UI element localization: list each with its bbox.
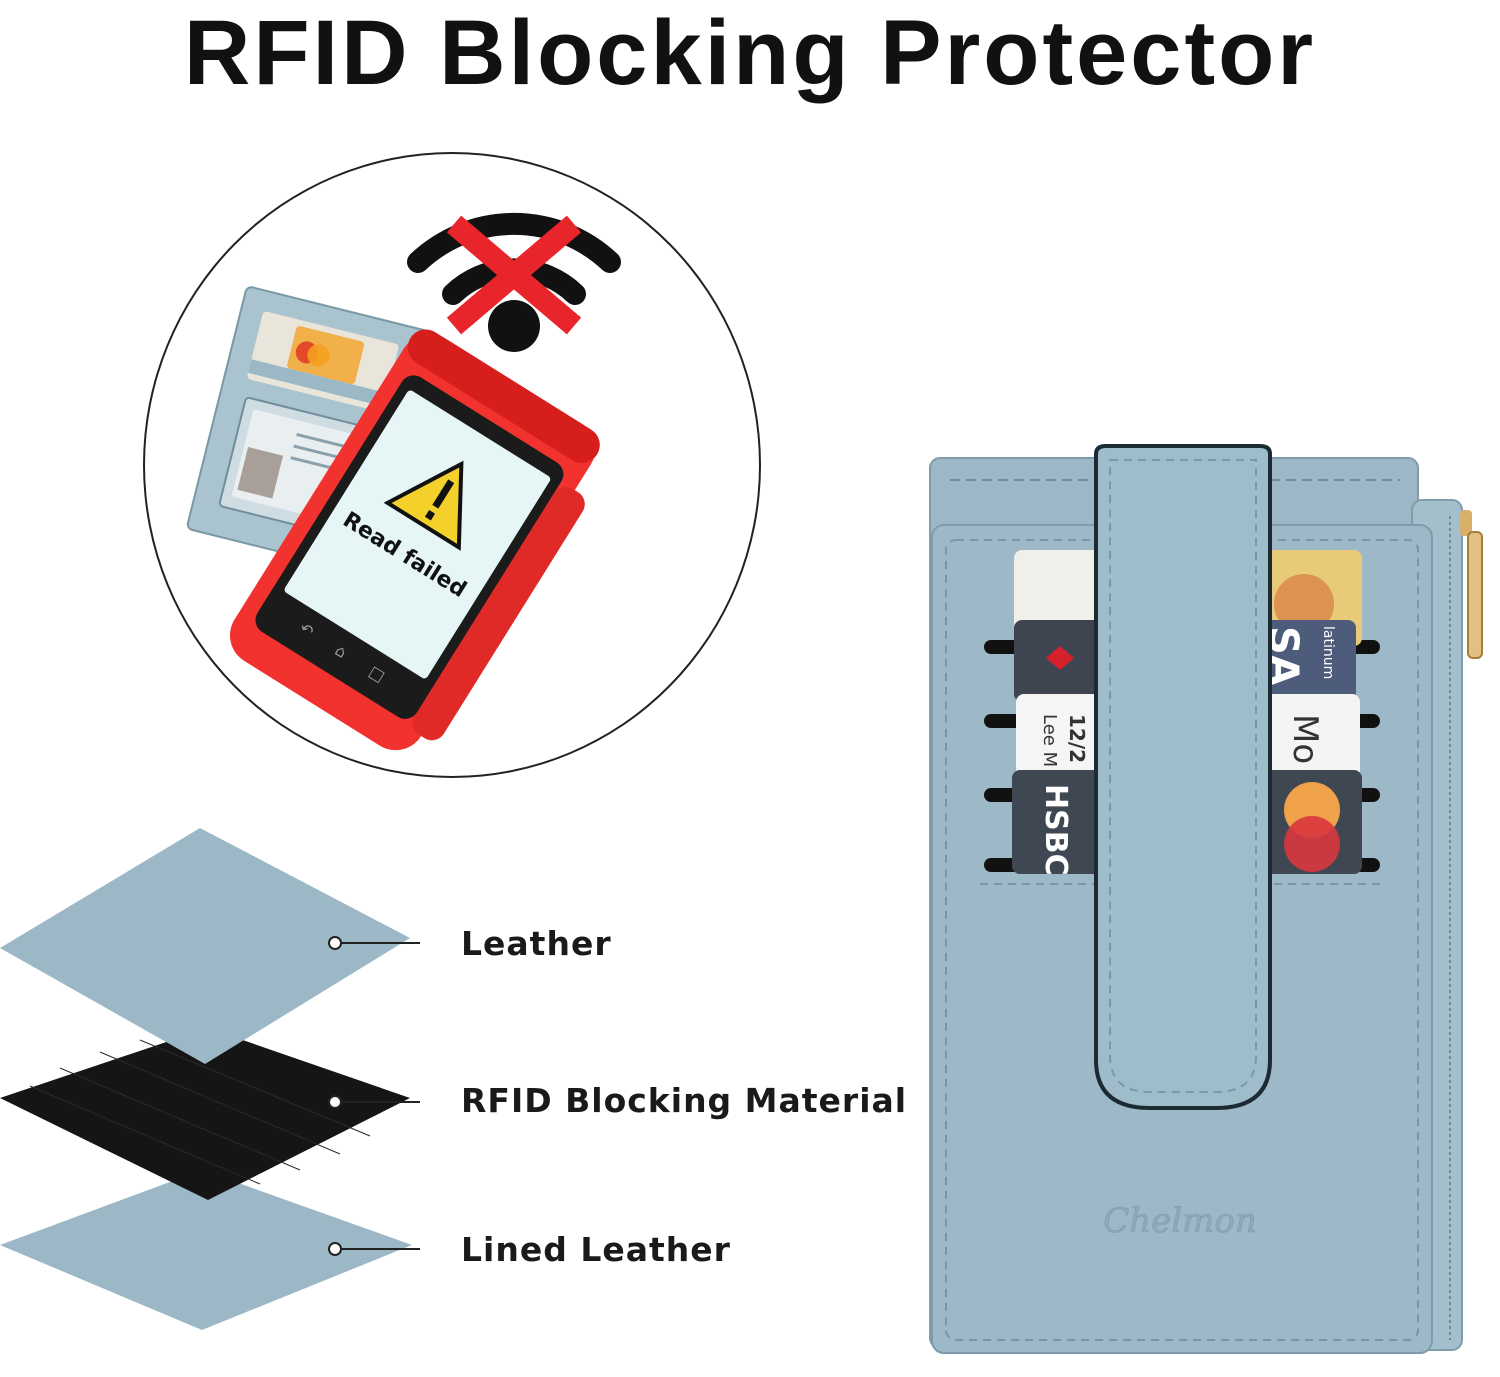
leather-pointer-dot (328, 936, 342, 950)
rfid-pointer-dot (328, 1095, 342, 1109)
card-platinum-fragment: latinum (1320, 626, 1336, 679)
card-terminal-image: Read failed ↶ ⌂ □ (229, 329, 600, 751)
card-name-fragment: Lee M (1039, 714, 1060, 767)
rfid-demo-illustration: Read failed ↶ ⌂ □ (186, 212, 621, 751)
small-wallet-image (186, 286, 432, 575)
layer-label-rfid: RFID Blocking Material (461, 1081, 908, 1120)
wallet-brand-emboss: Chelmon (1103, 1201, 1257, 1241)
leather-layer (0, 828, 410, 1064)
rfid-demo-circle: Read failed ↶ ⌂ □ (143, 152, 761, 778)
layer-label-lined-leather: Lined Leather (461, 1230, 731, 1269)
wallet-image: 12/2 Lee M HSBC SA latinum Mo Chelmon (929, 444, 1483, 1354)
wallet-strap (1094, 444, 1272, 1110)
left-card-stack: 12/2 Lee M HSBC (1012, 550, 1114, 876)
card-expiry-fragment: 12/2 (1065, 714, 1089, 763)
lined-leather-layer (0, 1170, 412, 1330)
card-letters-fragment: Mo (1285, 714, 1325, 764)
material-layers-illustration (0, 828, 420, 1330)
blocked-signal-icon (407, 212, 621, 352)
right-card-stack: SA latinum Mo (1250, 550, 1362, 874)
rfid-material-layer (0, 1028, 410, 1200)
layer-label-leather: Leather (461, 924, 612, 963)
lined-leather-pointer-dot (328, 1242, 342, 1256)
card-bank-name: HSBC (1038, 784, 1073, 876)
page-title: RFID Blocking Protector (183, 2, 1317, 104)
zipper-pull-icon (1460, 510, 1483, 659)
